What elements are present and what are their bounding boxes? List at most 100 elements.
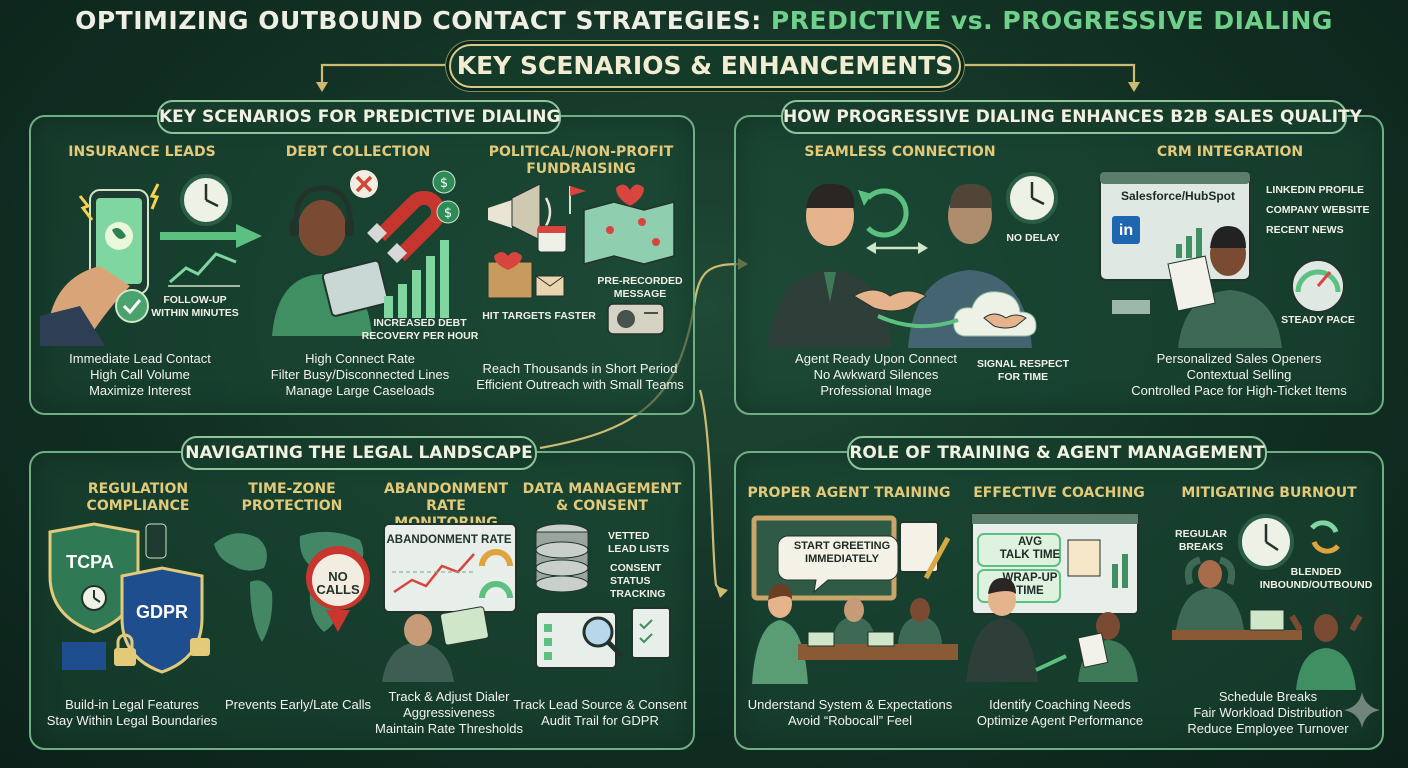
panel-title-progressive: HOW PROGRESSIVE DIALING ENHANCES B2B SAL… [781,100,1362,134]
no-calls-pin-label: NO CALLS [316,569,360,597]
panel-progressive-dialing [734,115,1384,415]
burnout-callout-breaks: REGULAR BREAKS [1175,528,1227,553]
insurance-leads-heading: INSURANCE LEADS [68,144,216,160]
relaxing-agent-figure [1176,556,1244,630]
political-fundraising-heading: POLITICAL/NON-PROFIT FUNDRAISING [488,144,674,177]
seamless-connection-heading: SEAMLESS CONNECTION [804,144,996,160]
radio-speaker-icon [607,303,665,335]
insurance-illustration [40,166,280,346]
data-illustration [532,520,682,680]
regulation-description: Build-in Legal Features Stay Within Lega… [46,697,218,728]
proper-training-description: Understand System & Expectations Avoid “… [747,697,953,728]
proper-training-heading: PROPER AGENT TRAINING [747,485,951,501]
bar-chart-icon [384,240,449,318]
heart-icon [616,184,644,206]
map-icon [583,201,675,265]
debt-collection-heading: DEBT COLLECTION [285,144,431,160]
connector-left [320,63,449,84]
handshake-icon [853,289,927,312]
seamless-callout-delay: NO DELAY [1006,232,1060,244]
regulation-illustration [40,520,220,680]
data-callout-lists: VETTED LEAD LISTS [608,530,670,555]
gauge-icon [479,549,513,599]
abandonment-monitor [383,523,517,613]
political-callout-message: PRE-RECORDED MESSAGE [597,275,683,300]
seamless-callout-respect: SIGNAL RESPECT FOR TIME [977,358,1069,383]
timezone-heading: TIME-ZONE PROTECTION [241,481,343,514]
political-description: Reach Thousands in Short Period Efficien… [476,361,684,392]
burnout-description: Schedule Breaks Fair Workload Distributi… [1187,689,1349,736]
data-callout-consent: CONSENT STATUS TRACKING [610,562,666,600]
dollar-coin-icon: $ $ [432,170,460,224]
flag-icon [569,186,586,214]
agent-headset-figure [1077,612,1138,682]
phone-icon [40,183,160,346]
panel-title-predictive: KEY SCENARIOS FOR PREDICTIVE DIALING [157,100,561,134]
main-title: OPTIMIZING OUTBOUND CONTACT STRATEGIES: … [0,6,1408,35]
timezone-description: Prevents Early/Late Calls [225,697,371,712]
growth-chart-icon [168,252,240,287]
title-part-1: OPTIMIZING OUTBOUND CONTACT STRATEGIES: [75,6,771,35]
regulation-heading: REGULATION COMPLIANCE [86,481,190,514]
recycle-arrows-icon [1310,520,1340,554]
crm-screen-label: Salesforce/HubSpot [1120,189,1236,203]
burnout-illustration [1170,510,1370,690]
calendar-icon [537,225,567,253]
trainee-figures [798,598,958,660]
debt-description: High Connect Rate Filter Busy/Disconnect… [270,351,450,398]
proper-training-illustration [748,514,958,684]
insurance-callout: FOLLOW-UP WITHIN MINUTES [151,294,239,319]
clock-icon [1006,172,1058,224]
coaching-screen-bottom: WRAP-UP TIME [1002,572,1058,597]
abandonment-description: Track & Adjust Dialer Aggressiveness Mai… [375,689,523,736]
clipboard-pen-icon [899,521,951,580]
debt-illustration: $ $ [262,166,472,346]
gauge-icon [1291,259,1345,313]
megaphone-icon [488,183,552,241]
crm-integration-heading: CRM INTEGRATION [1156,144,1304,160]
political-illustration [480,180,680,340]
title-part-2: PREDICTIVE vs. PROGRESSIVE DIALING [770,6,1333,35]
clipboard-icon [631,607,671,659]
no-sign-icon [350,170,378,198]
no-calls-pin-icon [305,546,370,632]
gdpr-shield-icon [120,566,204,674]
panel-title-legal: NAVIGATING THE LEGAL LANDSCAPE [181,436,537,470]
linkedin-icon [1112,216,1140,244]
sparkle-icon [1344,692,1380,728]
padlock-icon [114,633,210,666]
burnout-callout-blended: BLENDED INBOUND/OUTBOUND [1259,566,1373,591]
crm-description: Personalized Sales Openers Contextual Se… [1131,351,1347,398]
clock-icon [180,174,232,226]
insurance-description: Immediate Lead Contact High Call Volume … [69,351,211,398]
effective-coaching-heading: EFFECTIVE COACHING [973,485,1145,501]
envelope-icon [535,275,565,297]
trainer-figure [752,584,808,684]
data-management-heading: DATA MANAGEMENT & CONSENT [522,481,682,514]
seamless-description: Agent Ready Upon Connect No Awkward Sile… [795,351,957,398]
training-bubble-text: START GREETING IMMEDIATELY [793,540,891,565]
eu-flag-icon [62,642,106,670]
mitigating-burnout-heading: MITIGATING BURNOUT [1181,485,1357,501]
abandonment-screen-label: ABANDONMENT RATE [386,534,512,546]
coach-figure [966,578,1038,682]
crm-gauge-label: STEADY PACE [1281,314,1355,326]
magnet-icon [367,190,446,263]
panel-title-training: ROLE OF TRAINING & AGENT MANAGEMENT [847,436,1267,470]
political-callout-targets: HIT TARGETS FASTER [482,310,596,322]
seamless-illustration [758,168,1098,348]
cloud-handshake-icon [953,291,1037,337]
check-badge-icon [115,289,149,323]
subtitle-banner: KEY SCENARIOS & ENHANCEMENTS [449,44,961,88]
data-description: Track Lead Source & Consent Audit Trail … [513,697,687,728]
refresh-arrows-icon [858,188,909,238]
database-icon [535,523,589,593]
agent-figure [768,183,892,348]
connector-right [957,63,1136,84]
svg-text:$: $ [440,176,448,191]
linkedin-letters: in [1118,222,1134,239]
svg-text:$: $ [444,206,452,221]
coaching-screen-top: AVG TALK TIME [999,536,1061,561]
analyst-figure [382,606,489,682]
magnifier-icon [582,616,624,658]
